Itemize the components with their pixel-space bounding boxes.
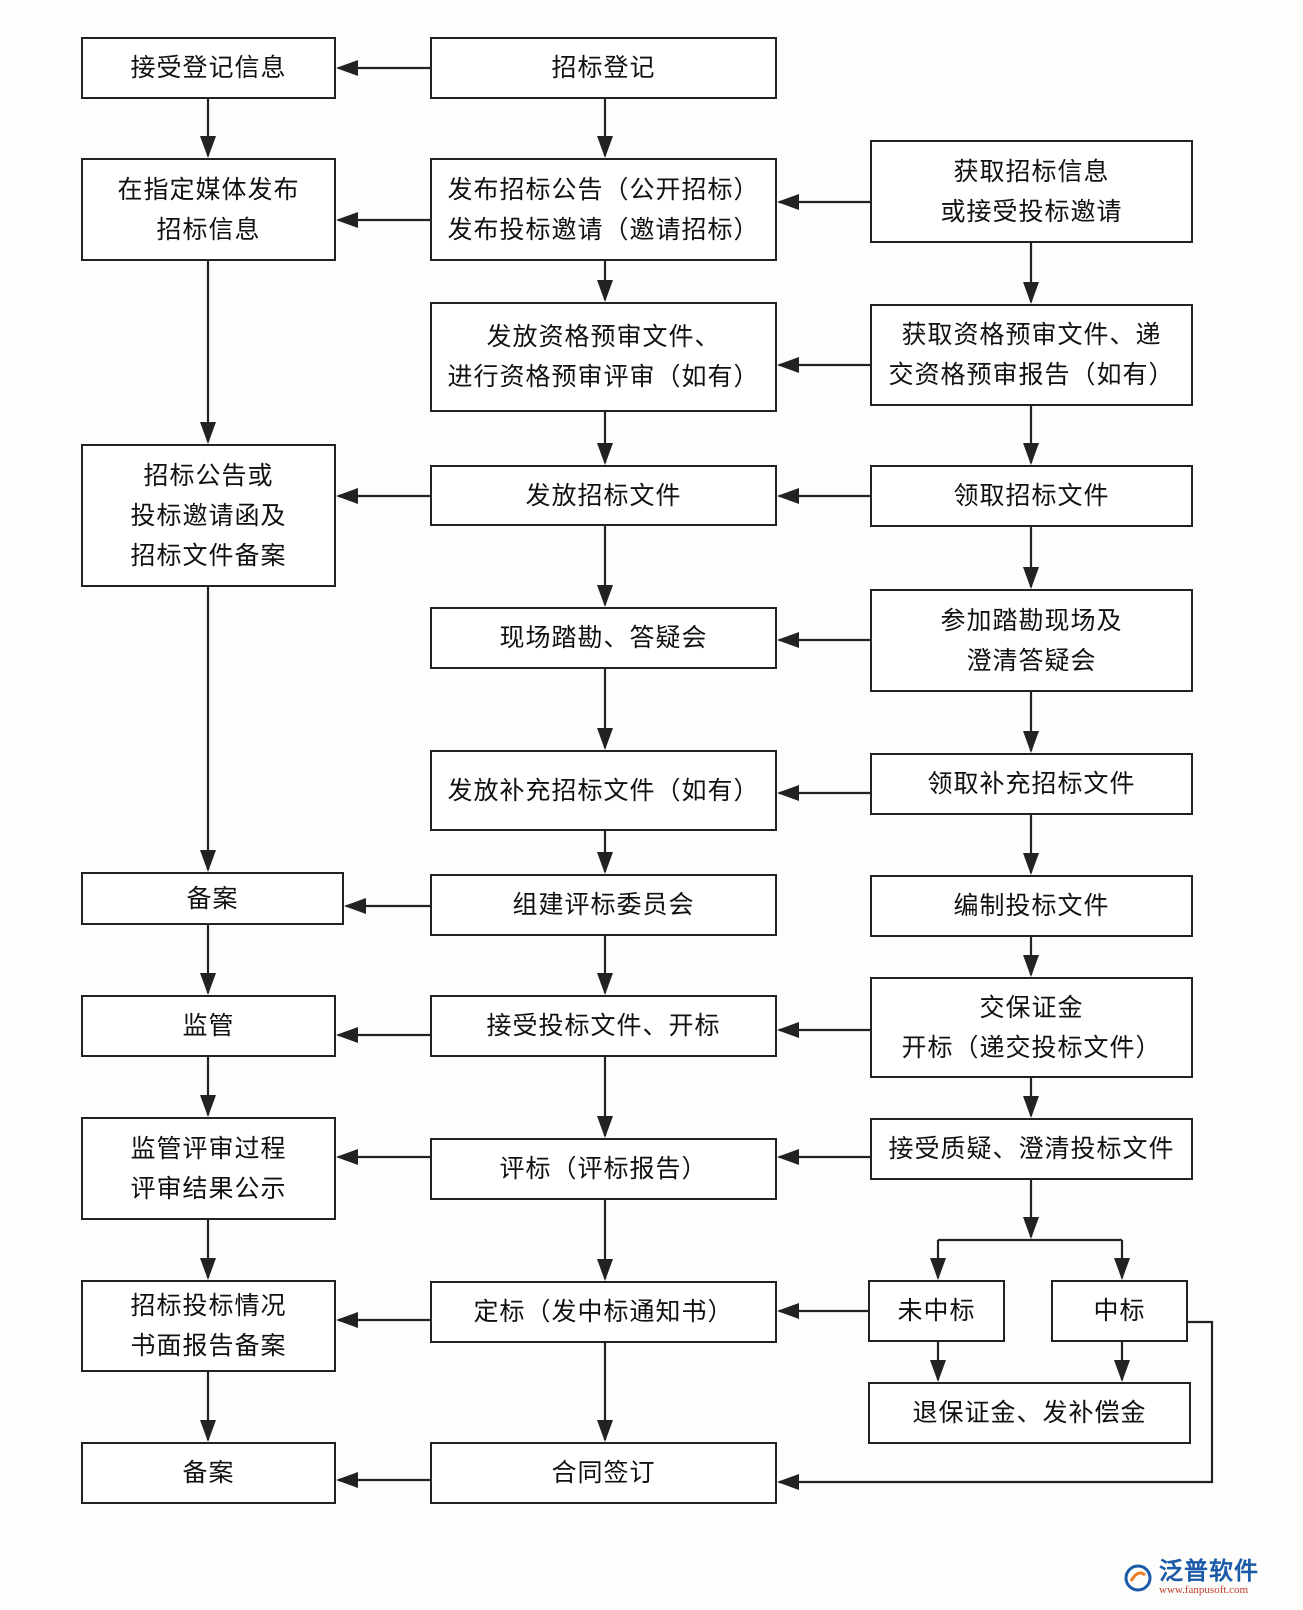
- node-text-line: 在指定媒体发布: [117, 174, 300, 204]
- node-text-line: 澄清答疑会: [966, 645, 1097, 675]
- node-issue-tender-documents: 发放招标文件: [430, 465, 777, 526]
- node-text-line: 招标公告或: [143, 460, 274, 490]
- node-prepare-bid-documents: 编制投标文件: [870, 875, 1193, 937]
- node-text-line: 招标信息: [156, 214, 261, 244]
- node-text-line: 中标: [1093, 1296, 1146, 1325]
- node-text-line: 或接受投标邀请: [940, 196, 1123, 226]
- node-text-line: 组建评标委员会: [512, 890, 695, 919]
- node-supervision: 监管: [81, 995, 336, 1057]
- node-text-line: 评标（评标报告）: [499, 1154, 708, 1183]
- node-text-line: 备案: [186, 883, 239, 913]
- brand-name: 泛普软件: [1159, 1557, 1259, 1585]
- node-supervise-review: 监管评审过程评审结果公示: [81, 1117, 336, 1220]
- node-publish-tender-notice: 发布招标公告（公开招标） 发布投标邀请（邀请招标）: [430, 158, 777, 261]
- node-form-evaluation-committee: 组建评标委员会: [430, 874, 777, 936]
- node-text-line: 评审结果公示: [130, 1173, 287, 1203]
- node-text-line: 招标登记: [551, 53, 656, 82]
- node-site-visit-qa: 现场踏勘、答疑会: [430, 607, 777, 669]
- node-receive-tender-documents: 领取招标文件: [870, 465, 1193, 527]
- node-written-report-filing: 招标投标情况书面报告备案: [81, 1280, 336, 1372]
- node-text-line: 获取资格预审文件、递: [901, 320, 1162, 349]
- node-text-line: 领取招标文件: [953, 481, 1110, 510]
- node-receive-supplementary-docs: 领取补充招标文件: [870, 753, 1193, 815]
- node-text-line: 现场踏勘、答疑会: [499, 623, 708, 652]
- node-refund-deposit: 退保证金、发补偿金: [868, 1382, 1191, 1444]
- node-text-line: 交资格预审报告（如有）: [888, 360, 1175, 389]
- node-text-line: 定标（发中标通知书）: [473, 1297, 734, 1326]
- node-text-line: 接受登记信息: [130, 53, 287, 82]
- node-text-line: 投标邀请函及: [130, 500, 287, 530]
- node-text-line: 招标投标情况: [130, 1291, 287, 1320]
- node-issue-supplementary-docs: 发放补充招标文件（如有）: [430, 750, 777, 831]
- node-issue-prequalification: 发放资格预审文件、进行资格预审评审（如有）: [430, 302, 777, 412]
- node-text-line: 交保证金: [979, 992, 1084, 1022]
- node-award-notice: 定标（发中标通知书）: [430, 1281, 777, 1343]
- node-text-line: 监管评审过程: [130, 1133, 287, 1163]
- won-to-contract-connector: [777, 1320, 1214, 1490]
- node-pay-deposit-submit-bid: 交保证金开标（递交投标文件）: [870, 977, 1193, 1078]
- node-text-line: 发放补充招标文件（如有）: [447, 775, 760, 805]
- node-obtain-tender-info: 获取招标信息或接受投标邀请: [870, 140, 1193, 243]
- node-attend-site-visit: 参加踏勘现场及澄清答疑会: [870, 589, 1193, 692]
- brand-logo: 泛普软件 www.fanpusoft.com: [1123, 1559, 1259, 1596]
- node-notice-and-docs-filing: 招标公告或投标邀请函及招标文件备案: [81, 444, 336, 587]
- node-text-line: 合同签订: [551, 1458, 656, 1487]
- node-contract-signing: 合同签订: [430, 1442, 777, 1504]
- node-text-line: 发放招标文件: [525, 480, 682, 510]
- node-tender-registration: 招标登记: [430, 37, 777, 99]
- node-text-line: 接受质疑、澄清投标文件: [888, 1134, 1175, 1163]
- node-receive-bids-and-open: 接受投标文件、开标: [430, 995, 777, 1057]
- node-text-line: 接受投标文件、开标: [486, 1011, 721, 1040]
- node-text-line: 备案: [182, 1458, 235, 1487]
- node-filing: 备案: [81, 872, 344, 925]
- node-receive-registration-info: 接受登记信息: [81, 37, 336, 99]
- node-text-line: 发布投标邀请（邀请招标）: [447, 214, 760, 244]
- node-text-line: 参加踏勘现场及: [940, 605, 1123, 635]
- node-accept-queries-clarify: 接受质疑、澄清投标文件: [870, 1118, 1193, 1180]
- node-text-line: 退保证金、发补偿金: [912, 1398, 1147, 1427]
- node-not-won: 未中标: [868, 1280, 1005, 1342]
- node-publish-in-media: 在指定媒体发布招标信息: [81, 158, 336, 261]
- node-text-line: 编制投标文件: [953, 891, 1110, 920]
- node-obtain-prequalification: 获取资格预审文件、递交资格预审报告（如有）: [870, 304, 1193, 406]
- brand-url: www.fanpusoft.com: [1159, 1584, 1249, 1596]
- node-text-line: 领取补充招标文件: [927, 769, 1136, 798]
- node-text-line: 监管: [182, 1011, 235, 1040]
- node-text-line: 发放资格预审文件、: [486, 322, 721, 351]
- node-bid-evaluation: 评标（评标报告）: [430, 1138, 777, 1200]
- brand-logo-icon: [1124, 1564, 1152, 1591]
- node-text-line: 获取招标信息: [953, 156, 1110, 186]
- node-text-line: 发布招标公告（公开招标）: [447, 174, 760, 204]
- node-text-line: 进行资格预审评审（如有）: [447, 362, 760, 391]
- node-text-line: 未中标: [897, 1296, 976, 1325]
- node-text-line: 书面报告备案: [130, 1331, 287, 1360]
- node-text-line: 开标（递交投标文件）: [901, 1032, 1162, 1062]
- node-won: 中标: [1051, 1280, 1188, 1342]
- node-filing-final: 备案: [81, 1442, 336, 1504]
- node-text-line: 招标文件备案: [130, 540, 287, 570]
